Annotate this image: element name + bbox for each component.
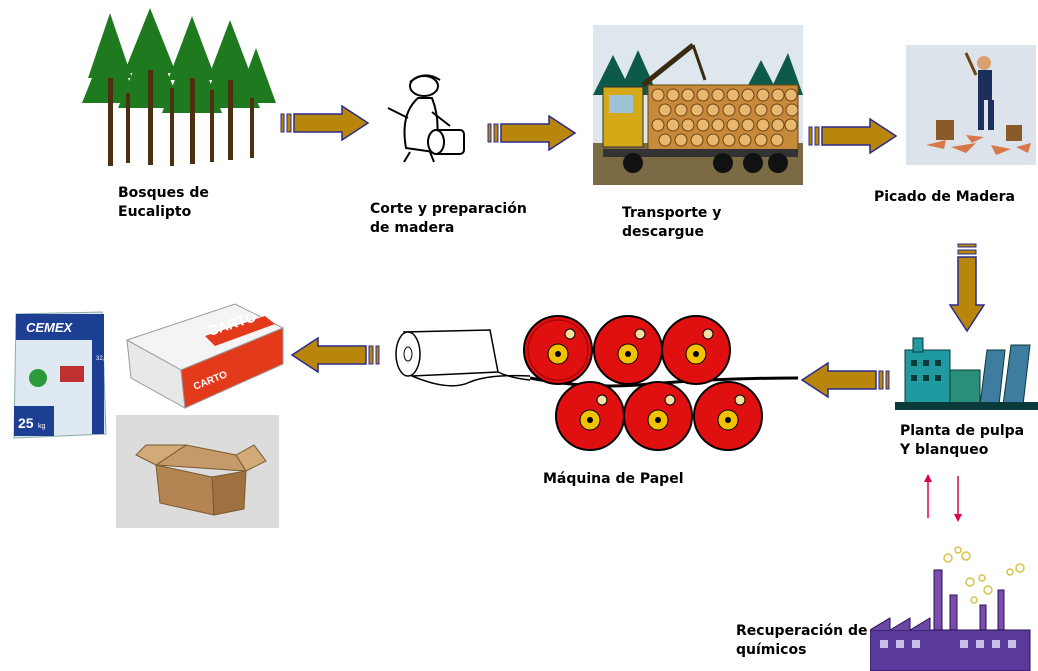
svg-text:32,5: 32,5: [96, 356, 108, 362]
svg-text:CEMEX: CEMEX: [26, 320, 74, 335]
roller-top-2: [593, 315, 663, 385]
flow-arrow-right-1: [280, 105, 370, 141]
wood-chopping-image: [906, 45, 1036, 165]
roller-top-1: [523, 315, 593, 385]
eucalyptus-forest-image: [80, 8, 276, 168]
roller-bottom-2: [623, 381, 693, 451]
roller-bottom-3: [693, 381, 763, 451]
paper-machine-image: [390, 312, 800, 458]
chipping-label: Picado de Madera: [874, 189, 1015, 205]
svg-text:kg: kg: [38, 423, 46, 430]
flow-arrow-right-2: [487, 115, 577, 151]
paper-machine-label: Máquina de Papel: [543, 471, 684, 487]
pulp-plant-image: [895, 330, 1038, 410]
roller-bottom-1: [555, 381, 625, 451]
carto-box-image: CARTO Print CARTO: [125, 300, 285, 410]
woodcutter-clipart: [380, 68, 466, 164]
log-truck-image: [593, 25, 803, 185]
flow-arrow-down: [948, 243, 986, 333]
roller-top-3: [661, 315, 731, 385]
cardboard-box-image: [116, 415, 279, 528]
flow-arrow-right-3: [808, 118, 898, 154]
flow-arrow-left-2: [290, 337, 380, 373]
chemical-return-arrows: [918, 472, 968, 526]
flow-arrow-left-1: [800, 362, 890, 398]
chemical-recovery-factory-image: [870, 540, 1038, 671]
svg-text:25: 25: [18, 415, 34, 431]
cement-bag-image: CEMEX 25 kg 32,5: [10, 310, 110, 440]
